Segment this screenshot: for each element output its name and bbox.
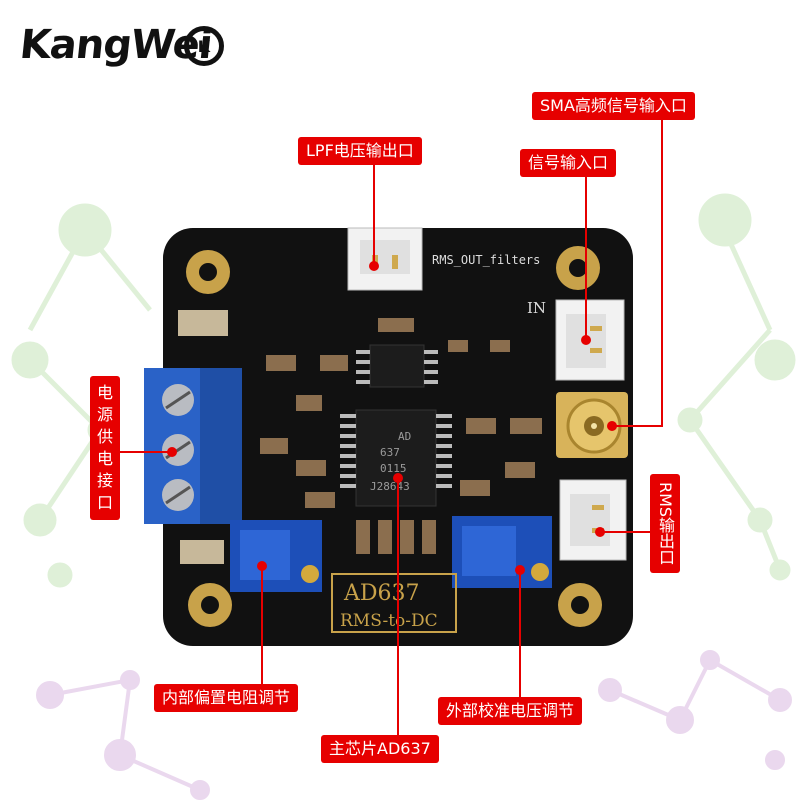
brand-mark-icon: K bbox=[184, 26, 224, 66]
sma-connector[interactable] bbox=[556, 392, 628, 458]
power-screw-terminal[interactable] bbox=[144, 368, 242, 524]
op-amp-ic bbox=[356, 344, 438, 388]
callout-sma-input: SMA高频信号输入口 bbox=[532, 92, 695, 120]
silkscreen-title: AD637 bbox=[343, 581, 420, 606]
callout-signal-input: 信号输入口 bbox=[520, 149, 617, 177]
callout-main-chip: 主芯片AD637 bbox=[321, 735, 439, 763]
header-silkscreen-label: RMS_OUT_filters bbox=[432, 253, 540, 267]
chip-marking-line-4: J28643 bbox=[370, 480, 410, 493]
silkscreen-subtitle: RMS-to-DC bbox=[340, 611, 438, 631]
external-calibration-potentiometer[interactable] bbox=[452, 516, 552, 588]
internal-bias-potentiometer[interactable] bbox=[230, 520, 322, 592]
chip-marking-line-2: 637 bbox=[380, 446, 400, 459]
background-network bbox=[11, 193, 796, 588]
ad637-chip: AD 637 0115 J28643 bbox=[340, 409, 452, 507]
rms-out-header-connector[interactable] bbox=[347, 227, 423, 291]
smd-components bbox=[178, 310, 542, 564]
callout-external-calibration: 外部校准电压调节 bbox=[438, 697, 583, 725]
rms-output-connector[interactable] bbox=[559, 479, 627, 561]
chip-marking-line-3: 0115 bbox=[380, 462, 407, 475]
silkscreen-title-box bbox=[331, 573, 457, 633]
callout-lpf-output: LPF电压输出口 bbox=[298, 137, 422, 165]
in-silkscreen-label: IN bbox=[527, 299, 546, 317]
callout-rms-output: RMS输出口 bbox=[650, 474, 680, 574]
callout-power-interface: 电源供电接口 bbox=[90, 376, 120, 520]
callout-internal-bias: 内部偏置电阻调节 bbox=[154, 684, 299, 712]
chip-marking-line-1: AD bbox=[398, 430, 411, 443]
callout-leader-lines bbox=[120, 112, 663, 736]
background-network-purple bbox=[36, 650, 792, 800]
